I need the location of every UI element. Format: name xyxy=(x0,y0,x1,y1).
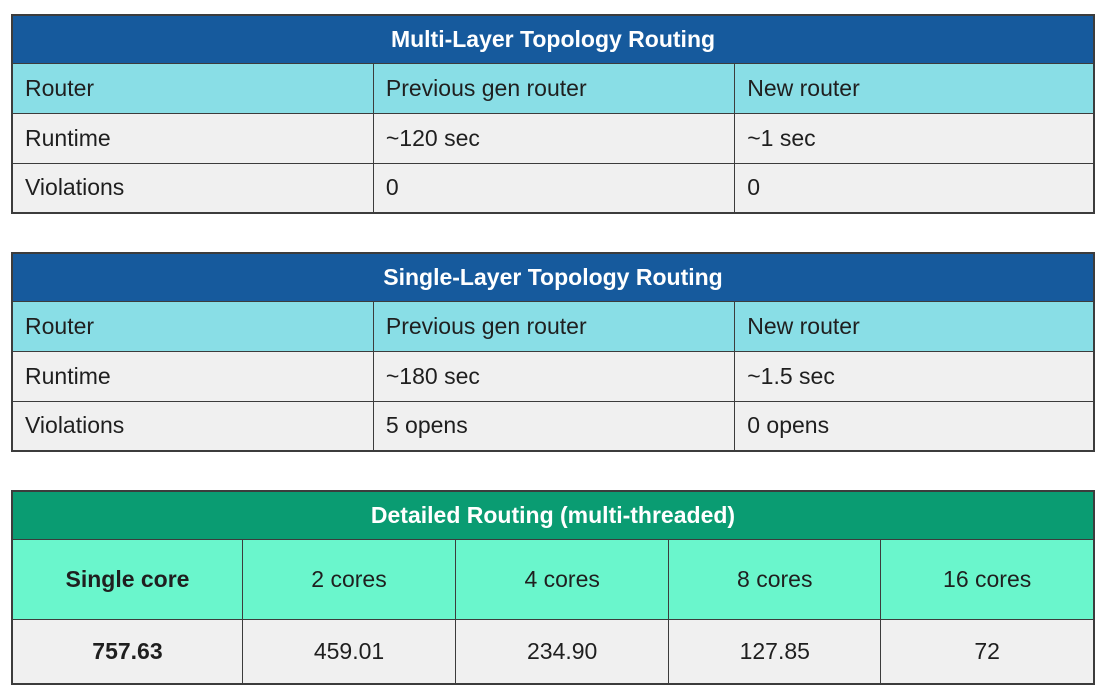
column-header: New router xyxy=(734,62,1095,114)
table-title: Multi-Layer Topology Routing xyxy=(11,14,1095,64)
column-header: 16 cores xyxy=(880,538,1095,620)
table-title-row: Single-Layer Topology Routing xyxy=(11,252,1095,302)
column-header: Router xyxy=(11,300,374,352)
table-cell: 72 xyxy=(880,618,1095,685)
table-row-violations: Violations 0 0 xyxy=(11,162,1095,214)
row-label: Violations xyxy=(11,400,374,452)
row-label: Runtime xyxy=(11,112,374,164)
detailed-routing-table: Detailed Routing (multi-threaded) Single… xyxy=(11,490,1095,685)
table-cell: 5 opens xyxy=(372,400,736,452)
table-values-row: 757.63 459.01 234.90 127.85 72 xyxy=(11,618,1095,685)
table-cell: 234.90 xyxy=(455,618,670,685)
table-header-row: Router Previous gen router New router xyxy=(11,62,1095,114)
table-cell: ~120 sec xyxy=(372,112,736,164)
table-title: Detailed Routing (multi-threaded) xyxy=(11,490,1095,540)
table-title-row: Detailed Routing (multi-threaded) xyxy=(11,490,1095,540)
column-header: Previous gen router xyxy=(372,300,736,352)
table-cell: 459.01 xyxy=(241,618,457,685)
table-row-violations: Violations 5 opens 0 opens xyxy=(11,400,1095,452)
table-cell: ~180 sec xyxy=(372,350,736,402)
column-header: Router xyxy=(11,62,374,114)
table-title-row: Multi-Layer Topology Routing xyxy=(11,14,1095,64)
multi-layer-topology-table: Multi-Layer Topology Routing Router Prev… xyxy=(11,14,1095,214)
single-layer-topology-table: Single-Layer Topology Routing Router Pre… xyxy=(11,252,1095,452)
row-label: Runtime xyxy=(11,350,374,402)
row-label: Violations xyxy=(11,162,374,214)
column-header-single-core: Single core xyxy=(11,538,243,620)
table-cell: 0 xyxy=(372,162,736,214)
table-cell: 0 xyxy=(734,162,1095,214)
column-header: 2 cores xyxy=(241,538,457,620)
table-cell: ~1.5 sec xyxy=(734,350,1095,402)
column-header: 4 cores xyxy=(455,538,670,620)
table-header-row: Single core 2 cores 4 cores 8 cores 16 c… xyxy=(11,538,1095,620)
table-cell: 0 opens xyxy=(734,400,1095,452)
table-cell-single-core-value: 757.63 xyxy=(11,618,243,685)
table-row-runtime: Runtime ~180 sec ~1.5 sec xyxy=(11,350,1095,402)
column-header: New router xyxy=(734,300,1095,352)
column-header: Previous gen router xyxy=(372,62,736,114)
table-cell: 127.85 xyxy=(668,618,882,685)
table-title: Single-Layer Topology Routing xyxy=(11,252,1095,302)
table-cell: ~1 sec xyxy=(734,112,1095,164)
table-row-runtime: Runtime ~120 sec ~1 sec xyxy=(11,112,1095,164)
column-header: 8 cores xyxy=(668,538,882,620)
table-header-row: Router Previous gen router New router xyxy=(11,300,1095,352)
